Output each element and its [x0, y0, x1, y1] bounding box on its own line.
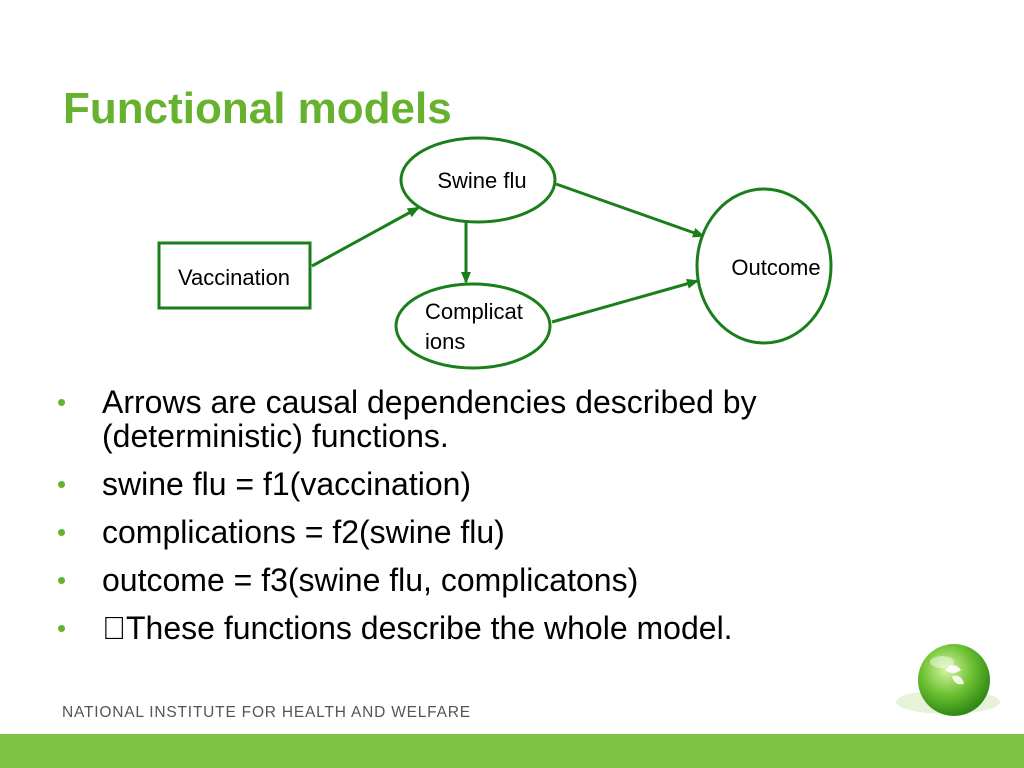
edge-swine-flu-to-outcome: [555, 182, 705, 238]
node-swine-flu-label: Swine flu: [437, 168, 526, 193]
edge-complications-to-outcome: [551, 278, 699, 324]
bullet-list: Arrows are causal dependencies described…: [57, 385, 937, 659]
bullet-item: swine flu = f1(vaccination): [57, 467, 937, 501]
footer-bar: [0, 734, 1024, 768]
slide-title: Functional models: [63, 84, 452, 133]
edge-vaccination-to-swine-flu: [311, 206, 420, 268]
node-complications-label: Complicat: [425, 299, 523, 324]
node-vaccination: Vaccination: [157, 241, 312, 310]
node-outcome: Outcome: [695, 187, 833, 345]
bullet-item: complications = f2(swine flu): [57, 515, 937, 549]
node-complications-label-line-2: ions: [425, 329, 465, 354]
bullet-item: outcome = f3(swine flu, complicatons): [57, 563, 937, 597]
green-globe-logo-icon: [896, 644, 1000, 716]
bullet-item: Arrows are causal dependencies described…: [57, 385, 937, 453]
node-outcome-label: Outcome: [731, 255, 820, 280]
node-swine-flu: Swine flu: [399, 136, 557, 224]
footer-organization-name: NATIONAL INSTITUTE FOR HEALTH AND WELFAR…: [62, 704, 471, 721]
bullet-item: These functions describe the whole mode…: [57, 611, 937, 645]
node-complications: Complicat ions: [394, 282, 552, 370]
node-vaccination-label: Vaccination: [178, 265, 290, 290]
causal-diagram: Vaccination Swine flu Complicat ions Out…: [157, 136, 833, 370]
